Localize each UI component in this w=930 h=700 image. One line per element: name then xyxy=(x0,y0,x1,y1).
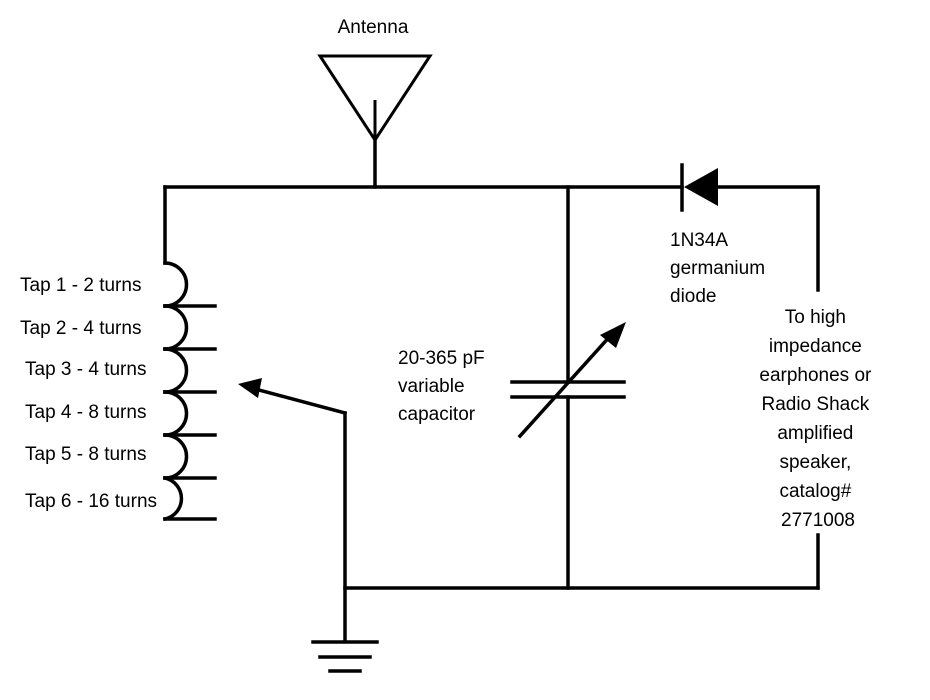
output-label-line: earphones or xyxy=(759,365,872,386)
tap-selector-switch xyxy=(238,378,348,642)
coil-tap-lines xyxy=(163,304,217,521)
tap-label: Tap 5 - 8 turns xyxy=(25,444,146,465)
capacitor-label: 20-365 pF variable capacitor xyxy=(398,348,490,425)
diode-label: 1N34A germanium diode xyxy=(670,230,770,307)
tap-label: Tap 4 - 8 turns xyxy=(25,402,146,423)
output-label-line: 2771008 xyxy=(781,510,855,531)
output-label-line: speaker, xyxy=(779,452,851,473)
capacitor-label-line: capacitor xyxy=(398,404,476,425)
output-label: To high impedance earphones or Radio Sha… xyxy=(759,307,876,531)
tap-label: Tap 2 - 4 turns xyxy=(20,318,141,339)
tapped-coil-symbol xyxy=(162,261,189,522)
diode-label-line: germanium xyxy=(670,258,765,279)
output-label-line: amplified xyxy=(777,423,853,444)
tap-label: Tap 3 - 4 turns xyxy=(25,359,146,380)
output-label-line: impedance xyxy=(769,336,862,357)
diode-label-line: 1N34A xyxy=(670,230,728,251)
diode-label-line: diode xyxy=(670,286,717,307)
output-label-line: To high xyxy=(785,307,846,328)
variable-capacitor-symbol xyxy=(510,322,626,439)
ground-symbol xyxy=(311,640,379,673)
capacitor-label-line: variable xyxy=(398,376,465,397)
capacitor-label-line: 20-365 pF xyxy=(398,348,485,369)
output-label-line: catalog# xyxy=(779,481,851,502)
tap-label: Tap 6 - 16 turns xyxy=(25,491,157,512)
tap-label: Tap 1 - 2 turns xyxy=(20,275,141,296)
output-label-line: Radio Shack xyxy=(761,394,869,415)
antenna-symbol xyxy=(317,54,433,189)
antenna-label: Antenna xyxy=(338,17,409,38)
diode-symbol xyxy=(680,163,718,212)
